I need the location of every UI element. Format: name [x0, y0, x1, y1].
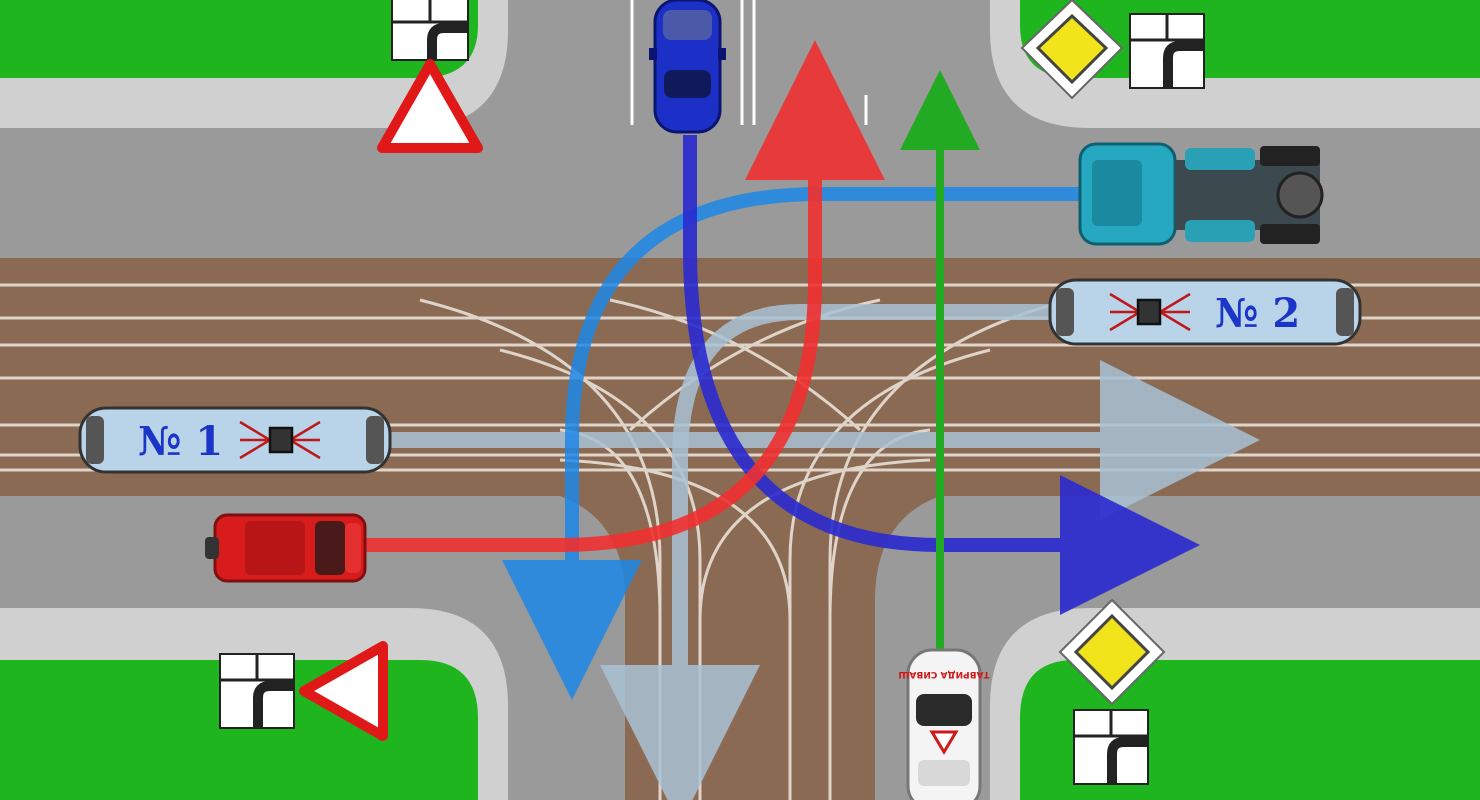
teal-truck: [1078, 142, 1324, 246]
main-road-sign: [1058, 598, 1166, 706]
white-driving-school-car: ТАВРИДА СИВАШ: [898, 648, 990, 800]
tram-1-label: № 1: [138, 418, 223, 465]
tram-2: № 2: [1048, 278, 1362, 346]
give-way-sign: [299, 641, 388, 741]
path-red-suv: [360, 40, 885, 552]
tram-2-label: № 2: [1215, 290, 1300, 337]
pantograph-icon: [1109, 292, 1191, 332]
give-way-sign: [377, 59, 483, 153]
road-layout-plate: [1073, 709, 1149, 785]
movement-paths: [360, 40, 1260, 800]
driving-school-triangle-icon: [929, 730, 959, 755]
corner-top-left: [0, 0, 508, 128]
road-layout-plate: [391, 0, 469, 61]
path-truck: [502, 187, 1085, 700]
tram-1: № 1: [78, 406, 392, 474]
pantograph-icon: [239, 420, 321, 460]
white-car-text: ТАВРИДА СИВАШ: [898, 669, 989, 679]
road-layout-plate: [1129, 13, 1205, 89]
red-suv: [205, 513, 367, 583]
blue-car: [649, 0, 726, 134]
corner-bottom-right: [990, 608, 1480, 800]
main-road-sign: [1020, 0, 1124, 100]
road-layout-plate: [219, 653, 295, 729]
